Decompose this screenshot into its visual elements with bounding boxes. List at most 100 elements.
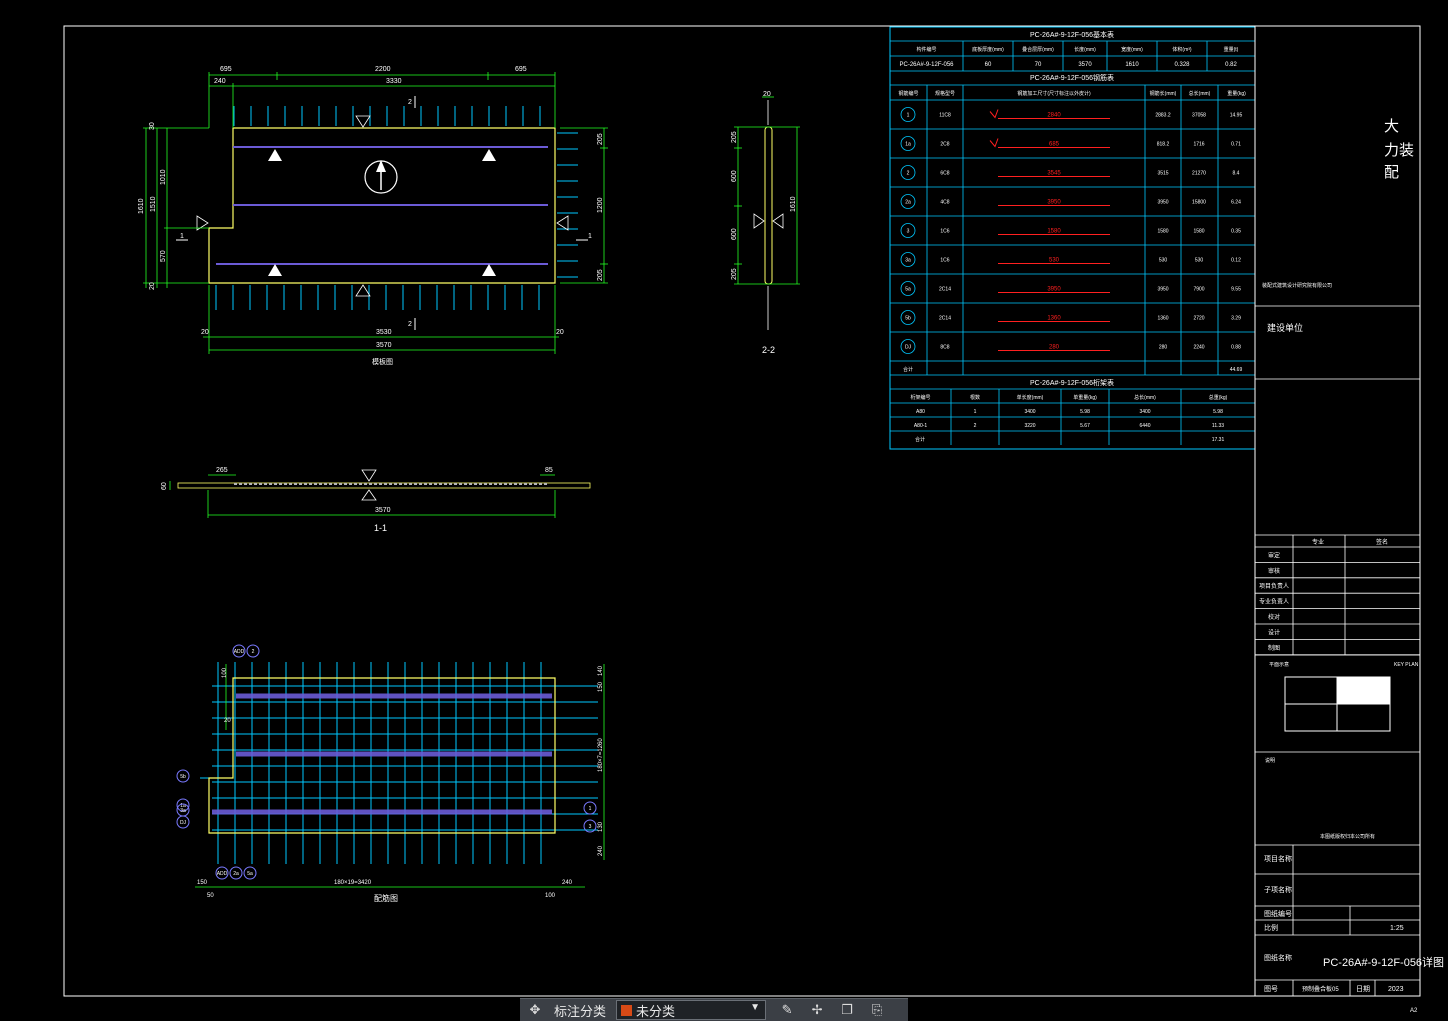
table-rebar-no: 5a: [905, 287, 911, 293]
table-basic-header: 重量(t): [1224, 46, 1239, 53]
layer-dropdown[interactable]: 未分类 ▼: [616, 1000, 767, 1020]
table-basic-header: 长度(mm): [1074, 46, 1096, 53]
plan-side-markers: [196, 115, 569, 297]
section-2-2-view: 20 205 600 600 205 1610 2-2: [731, 91, 800, 355]
table-rebar-header: 规格型号: [935, 90, 955, 97]
move-icon[interactable]: ✢: [811, 1002, 823, 1017]
rebar-mark-bubble: [246, 644, 260, 658]
table-truss-cell: 5.67: [1080, 423, 1090, 429]
table-rebar-shape-dim: 1360: [1047, 316, 1061, 322]
table-truss-cell: 11.33: [1212, 423, 1224, 429]
rebar-dim-bottom-main: 180×19=3420: [334, 880, 372, 886]
rebar-view-label: 配筋图: [374, 893, 398, 903]
table-basic-cell: 70: [1035, 62, 1042, 68]
table-rebar-header: 钢筋长(mm): [1150, 90, 1177, 97]
rebar-grid-horizontal: [200, 685, 598, 831]
table-rebar-no: 3a: [905, 258, 911, 264]
table-basic-header: 底板厚度(mm): [972, 46, 1004, 53]
plan-dim-bottom-a: 20: [201, 329, 209, 336]
sign-row-label: 专业负责人: [1259, 598, 1289, 606]
plan-dim-top-b: 2200: [375, 66, 391, 73]
plan-section-mark-2: 2: [408, 99, 412, 106]
table-rebar-spec: 6C8: [940, 171, 949, 177]
scale-label: 比例: [1264, 923, 1278, 932]
plan-dim-left-e: 20: [149, 282, 156, 290]
sign-row-label: 制图: [1268, 644, 1280, 652]
table-rebar-len: 1580: [1157, 229, 1168, 235]
table-truss-cell: 3400: [1139, 409, 1150, 415]
company-line-3: 配: [1384, 164, 1399, 181]
table-rebar-len: 3950: [1157, 287, 1168, 293]
company-line-1: 大: [1384, 118, 1399, 135]
table-truss-header: 总重(kg): [1209, 394, 1228, 401]
layer-dropdown-value: 未分类: [636, 1003, 676, 1019]
sec22-dim-total: 1610: [790, 196, 797, 212]
table-truss-header: 单长度(mm): [1017, 394, 1044, 401]
edit-icon[interactable]: ✎: [781, 1002, 793, 1017]
table-basic-cell: 1610: [1125, 62, 1139, 68]
grid-select-icon[interactable]: ✥: [529, 1002, 541, 1017]
table-basic-cell: 0.82: [1225, 62, 1237, 68]
rebar-no-bubble: [900, 281, 916, 296]
rebar-mark-label: 3a: [180, 808, 186, 814]
table-basic-header: 叠合层厚(mm): [1022, 46, 1054, 53]
table-rebar-shape-dim: 1580: [1047, 229, 1061, 235]
copy-icon[interactable]: ❐: [841, 1002, 853, 1017]
table-truss-header: 桁架编号: [910, 394, 930, 401]
rebar-no-bubble: [900, 194, 916, 209]
page-label: 图号: [1264, 985, 1278, 993]
north-arrow-icon: [364, 160, 398, 194]
plan-dim-left-d: 570: [160, 250, 167, 262]
sign-row-label: 审定: [1268, 551, 1280, 559]
table-rebar-shape-dim: 280: [1049, 345, 1060, 351]
table-rebar-header: 钢筋加工尺寸(尺寸标注以外皮计): [1017, 90, 1091, 97]
rebar-mark-bubble: [176, 798, 190, 812]
project-sub-label: 子项名称: [1264, 885, 1292, 894]
section-1-1-view: 265 85 3570 60 1-1: [161, 467, 591, 533]
rebar-hook: [989, 109, 999, 119]
drawing-no-label: 图纸编号: [1264, 909, 1292, 918]
table-basic-cell: 60: [985, 62, 992, 68]
rebar-slab-outline: [208, 677, 556, 834]
table-truss-title: PC-26A#-9-12F-056桁架表: [1030, 378, 1114, 387]
sec11-dim-total: 3570: [375, 507, 391, 514]
layer-color-swatch: [621, 1004, 633, 1016]
table-rebar-shape-dim: 3950: [1047, 200, 1061, 206]
plan-dim-top-c: 695: [515, 66, 527, 73]
company-line-2: 力装: [1384, 142, 1414, 159]
page-value: 预制叠合板05: [1302, 985, 1339, 993]
table-rebar-len: 280: [1159, 345, 1168, 351]
table-truss-total-label: 合计: [915, 436, 925, 443]
table-rebar-spec: 2C14: [939, 316, 951, 322]
table-truss-header: 根数: [970, 394, 980, 401]
table-rebar-total: 530: [1195, 258, 1204, 264]
rebar-mark-bubble: [176, 769, 190, 783]
table-rebar-wt: 9.55: [1231, 287, 1241, 293]
paste-icon[interactable]: ⎘: [871, 1002, 883, 1017]
rebar-dim-right-c: 130: [598, 821, 604, 832]
rebar-view: 180×19=3420 150 240 50 100 180×7=1260 14…: [176, 644, 605, 903]
sec22-dim-b: 600: [731, 170, 738, 182]
plan-view-label: 模板图: [372, 357, 393, 366]
table-rebar-spec: 2C14: [939, 287, 951, 293]
table-basic-header: 构件编号: [916, 46, 936, 53]
plan-dim-right-c: 205: [597, 269, 604, 281]
rebar-no-bubble: [900, 339, 916, 354]
table-rebar-no: 2a: [905, 200, 911, 206]
section-1-1-label: 1-1: [374, 523, 387, 533]
date-value: 2023: [1388, 986, 1404, 993]
plan-dim-top-e: 3330: [386, 78, 402, 85]
sec11-dim-a: 265: [216, 467, 228, 474]
rebar-mark-bubble: [229, 866, 243, 880]
drawing-name-value: PC-26A#-9-12F-056详图: [1323, 955, 1444, 969]
table-truss-cell: A80-1: [914, 423, 928, 429]
plan-dim-top-a: 695: [220, 66, 232, 73]
sign-head-2: 签名: [1376, 538, 1388, 546]
rebar-no-bubble: [900, 252, 916, 267]
table-rebar-header: 钢筋编号: [898, 90, 918, 97]
rebar-dim-bottom-sub-r: 100: [545, 893, 556, 899]
rebar-mark-label: 1a: [180, 803, 186, 809]
table-rebar-shape-dim: 685: [1049, 142, 1060, 148]
plan-dim-left-a: 30: [149, 122, 156, 130]
